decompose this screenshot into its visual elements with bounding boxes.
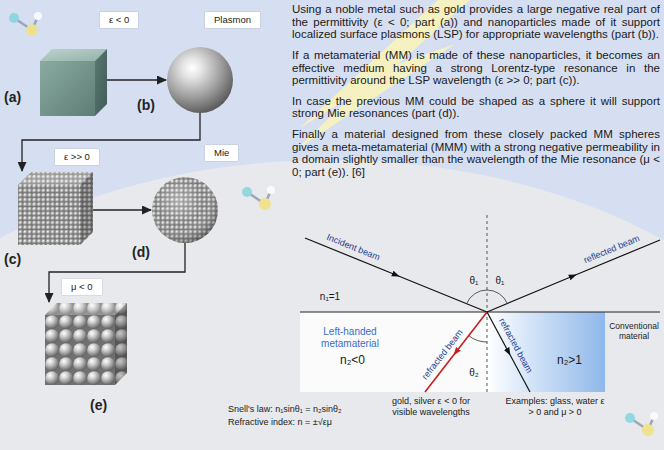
molecule-decoration [9, 13, 19, 23]
refractive-index: n₁=1 [320, 291, 340, 302]
refraction-diagram [487, 240, 660, 312]
plasmon-sphere [167, 47, 233, 113]
label-box: Plasmon [205, 12, 260, 28]
medium-heading: Left-handed metamaterial [312, 326, 388, 349]
nanoparticle-cube [80, 172, 93, 245]
medium-heading: Conventional material [607, 322, 661, 342]
molecule-decoration [26, 24, 38, 36]
refraction-diagram [300, 312, 660, 313]
body-paragraph: Using a noble metal such as gold provide… [292, 3, 660, 41]
meta-metamaterial-cube [115, 303, 127, 385]
box-text: Plasmon [214, 14, 251, 26]
part-letter: (b) [137, 97, 155, 113]
body-paragraph: In case the previous MM could be shaped … [292, 95, 660, 120]
angle-label: θ₁ [470, 275, 479, 286]
refraction-diagram [305, 238, 487, 312]
formula-text: Refractive index: n = ±√εμ [228, 417, 388, 428]
body-paragraph: Finally a material designed from these c… [292, 128, 660, 179]
molecule-decoration [650, 412, 658, 420]
mie-sphere [152, 177, 218, 243]
molecule-decoration [625, 412, 658, 436]
body-paragraph: If a metamaterial (MM) is made of these … [292, 49, 660, 87]
molecule-decoration [642, 424, 654, 436]
refraction-diagram [300, 215, 660, 393]
molecule-decoration [242, 187, 252, 197]
mie-sphere [152, 177, 218, 243]
nanoparticle-cube [18, 172, 93, 185]
box-text: ε >> 0 [64, 151, 90, 163]
illustration-part: (e) [45, 303, 127, 385]
part-letter: (a) [4, 89, 21, 105]
angle-label: θ₂ [469, 367, 478, 378]
formula-text: Snell's law: n₁sinθ₁ = n₂sinθ₂ [228, 404, 388, 415]
box-text: μ < 0 [71, 281, 93, 293]
background [0, 160, 664, 450]
flow-arrow [107, 79, 166, 80]
molecule-decoration [34, 12, 42, 20]
flow-arrow [93, 209, 151, 210]
illustration-part: (a) [40, 49, 107, 116]
label-box: ε >> 0 [55, 149, 99, 165]
nanoparticle-cube [18, 172, 93, 185]
meta-metamaterial-cube [115, 303, 127, 385]
box-text: ε < 0 [109, 14, 129, 26]
label-box: μ < 0 [62, 279, 102, 295]
material-note: Examples: glass, water ε > 0 and μ > 0 [505, 396, 605, 417]
part-letter: (c) [4, 251, 21, 267]
refraction-diagram [487, 312, 605, 392]
refractive-index: n₂<0 [340, 354, 365, 368]
molecule-decoration [242, 186, 275, 210]
refraction-diagram [487, 290, 507, 304]
flow-arrow [49, 243, 185, 302]
meta-metamaterial-cube [45, 303, 127, 315]
refraction-diagram [467, 290, 487, 304]
illustration-part: (b) [167, 47, 233, 113]
refraction-diagram [300, 312, 487, 392]
flow-arrow [22, 113, 200, 171]
molecule-decoration [267, 186, 275, 194]
gold-cube [40, 61, 95, 116]
meta-metamaterial-cube [45, 303, 127, 315]
molecule-decoration [625, 413, 635, 423]
angle-label: θ₁ [496, 275, 505, 286]
illustration-part: (d) [152, 177, 218, 243]
meta-metamaterial-cube [45, 303, 127, 385]
medium-region: Left-handed metamaterial n₂<0 [300, 312, 487, 392]
molecule-decoration [9, 12, 42, 36]
gold-cube [95, 49, 107, 116]
nanoparticle-cube [18, 172, 93, 245]
meta-metamaterial-cube [45, 315, 115, 385]
illustration-part: (c) [18, 172, 93, 245]
refraction-diagram [425, 312, 487, 392]
label-box: ε < 0 [100, 12, 138, 28]
label-box: Mie [205, 145, 238, 161]
molecule-decoration [259, 198, 271, 210]
part-letter: (d) [132, 244, 150, 260]
refraction-diagram [469, 336, 487, 342]
gold-cube [40, 49, 107, 116]
mie-sphere [152, 177, 218, 243]
nanoparticle-cube [80, 172, 93, 245]
box-text: Mie [214, 147, 229, 159]
refraction-diagram [487, 215, 488, 393]
plasmon-sphere [167, 47, 233, 113]
part-letter: (e) [90, 397, 107, 413]
material-note: gold, silver ε < 0 for visible wavelengt… [388, 396, 474, 417]
nanoparticle-cube [18, 185, 80, 245]
refractive-index: n₂>1 [557, 354, 582, 368]
